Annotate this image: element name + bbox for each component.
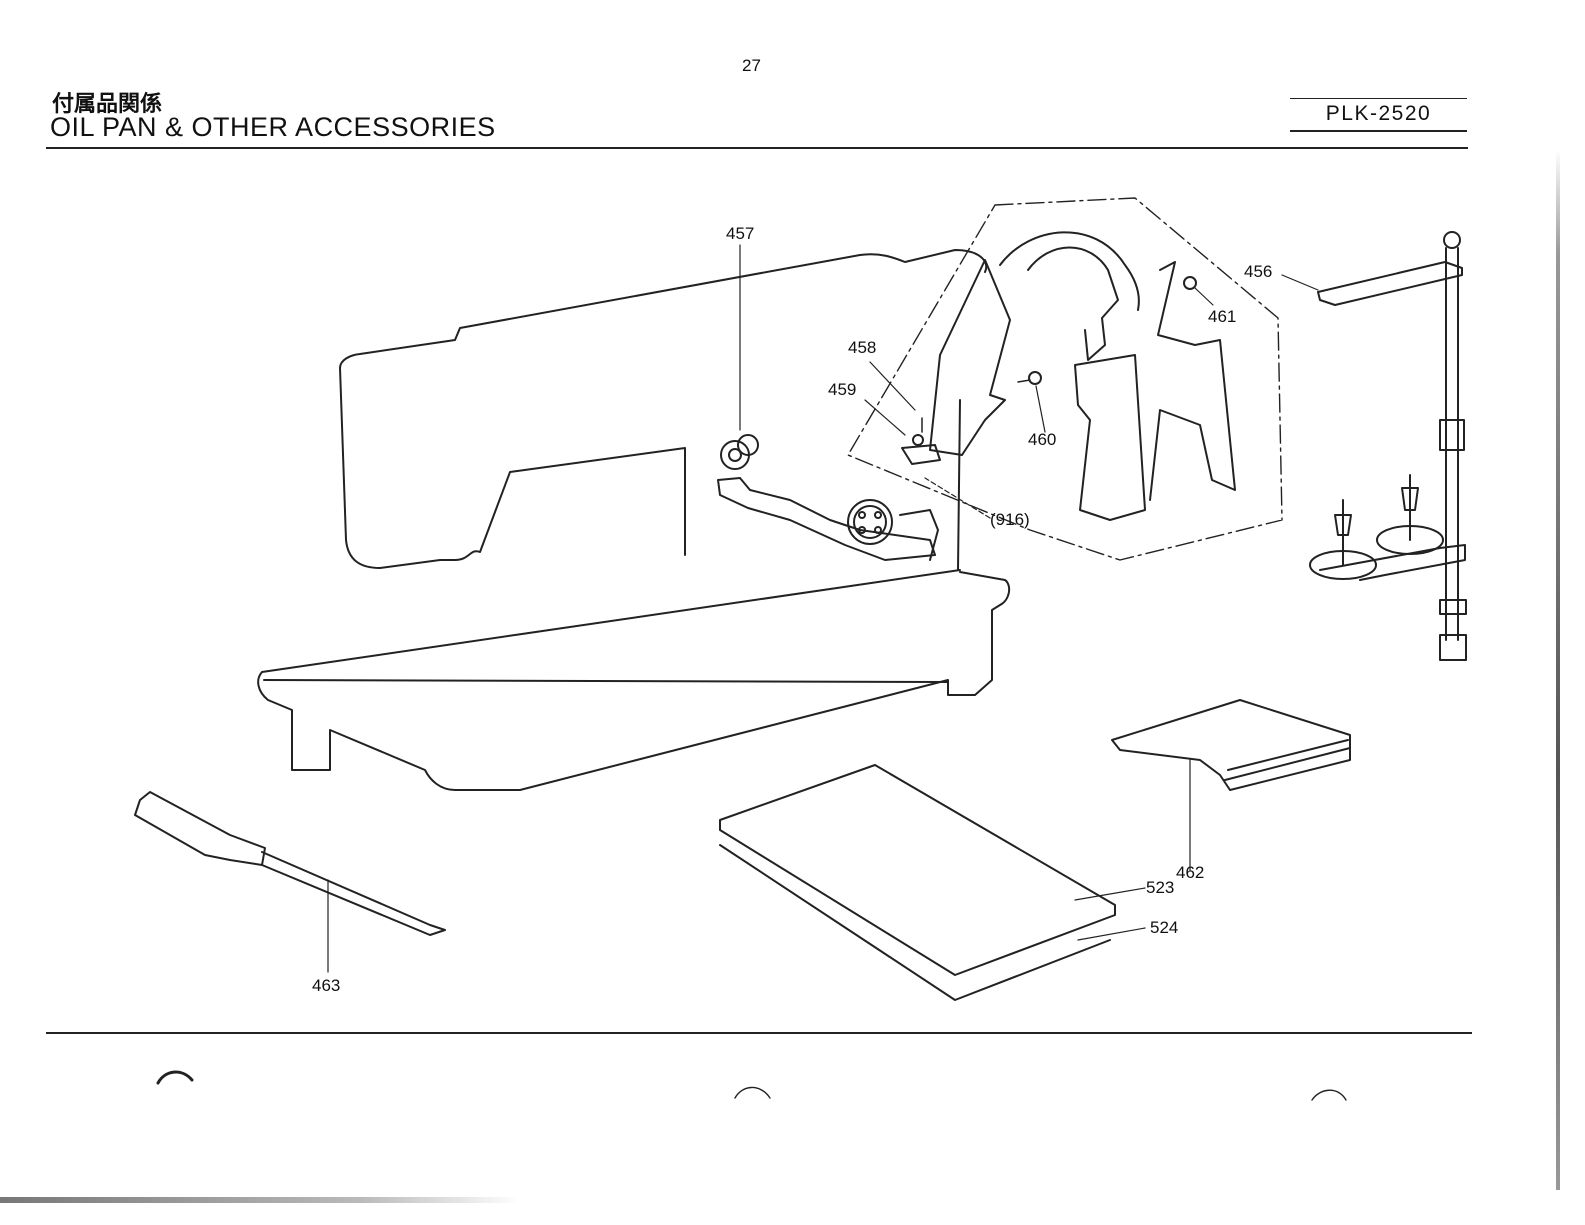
callout-457: 457 xyxy=(726,224,754,244)
instruction-books xyxy=(720,765,1145,1000)
footer-arc-right xyxy=(1312,1090,1346,1100)
footer-arc-center xyxy=(735,1087,770,1098)
callout-461: 461 xyxy=(1208,307,1236,327)
bobbin-winder xyxy=(718,245,938,560)
scan-edge-strip xyxy=(0,1197,520,1203)
footer-rule xyxy=(46,1032,1472,1034)
sewing-machine-outline xyxy=(258,250,1009,790)
callout-463: 463 xyxy=(312,976,340,996)
callout-523: 523 xyxy=(1146,878,1174,898)
page-edge-shadow xyxy=(1556,150,1560,1190)
machine-cover-cloth xyxy=(1112,700,1350,870)
callout-524: 524 xyxy=(1150,918,1178,938)
callout-458: 458 xyxy=(848,338,876,358)
callout-462: 462 xyxy=(1176,863,1204,883)
callout-916: (916) xyxy=(990,510,1030,530)
footer-arc-left xyxy=(158,1072,192,1083)
callout-456: 456 xyxy=(1244,262,1272,282)
callout-460: 460 xyxy=(1028,430,1056,450)
belt-cover xyxy=(848,198,1282,560)
callout-459: 459 xyxy=(828,380,856,400)
screwdriver xyxy=(135,792,445,972)
thread-stand xyxy=(1310,232,1466,660)
